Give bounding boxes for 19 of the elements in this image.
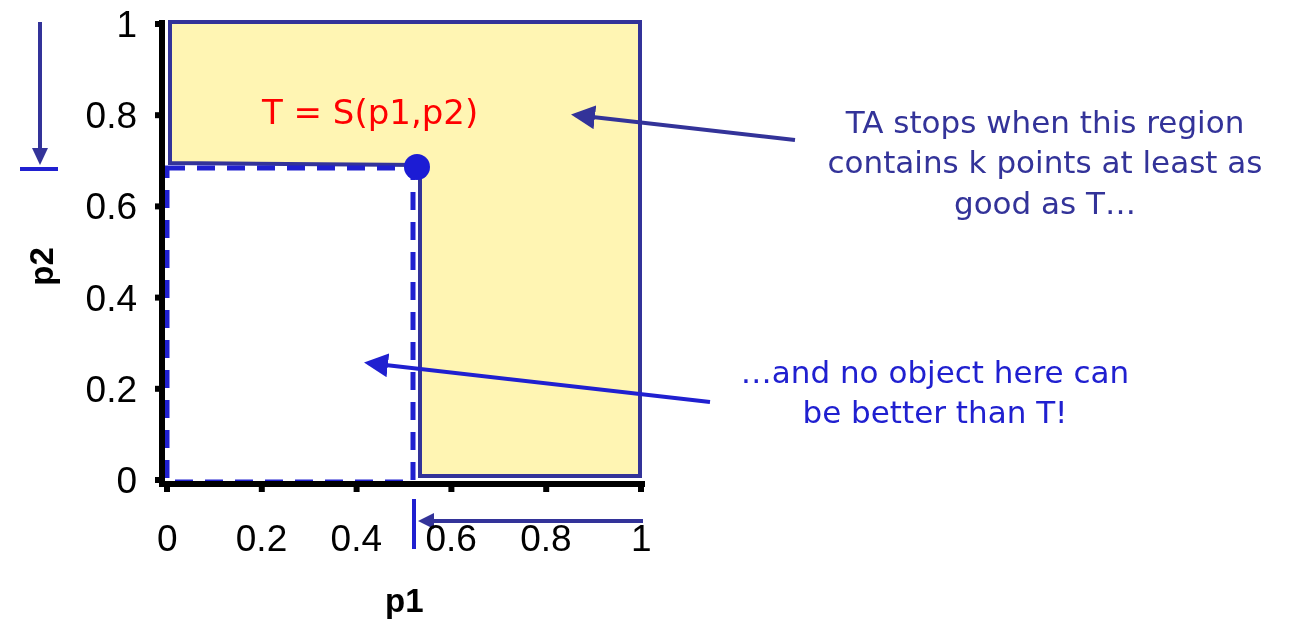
axis-title: p2 — [24, 247, 58, 286]
tick-label: 0.2 — [85, 370, 137, 408]
leader-arrow — [571, 105, 796, 142]
tick-label: 0.8 — [520, 520, 572, 557]
annotation-text: …and no object here can be better than T! — [735, 352, 1135, 433]
tick-label: 0.4 — [85, 279, 137, 317]
tick-label: 0 — [116, 462, 137, 499]
tick-label: 0.6 — [85, 188, 137, 226]
tick-label: 1 — [631, 520, 652, 557]
leader-arrow — [364, 353, 711, 404]
tick-label: 1 — [116, 6, 137, 43]
tick-label: 0.8 — [85, 97, 137, 135]
annotation-text: TA stops when this region contains k points at least as good as T… — [810, 102, 1280, 223]
tick-label: 0 — [157, 520, 178, 557]
tick-label: 0.4 — [330, 520, 383, 557]
point-label: T = S(p1,p2) — [262, 95, 479, 129]
tick-label: 0.6 — [425, 520, 477, 557]
axis-title: p1 — [385, 584, 424, 617]
tick-label: 0.2 — [235, 520, 288, 557]
